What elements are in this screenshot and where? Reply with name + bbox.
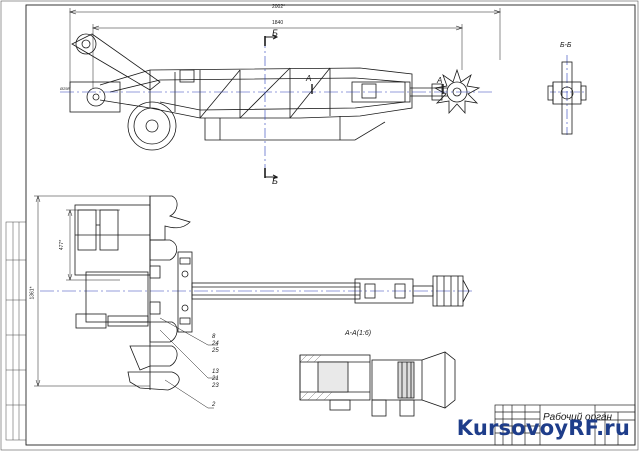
dim-overall-length: 2002* <box>272 4 286 10</box>
callout-8: 8 <box>212 334 216 340</box>
watermark-accent: RF <box>568 416 597 440</box>
watermark-main: Kursovoy <box>456 416 569 440</box>
dim-small: Ø25R <box>60 86 71 91</box>
section-mark-b-bottom: Б <box>272 176 278 186</box>
axis-lines <box>40 38 585 292</box>
section-bb-view <box>547 61 587 135</box>
watermark-suffix: .ru <box>596 416 630 440</box>
callout-24: 24 <box>212 341 219 347</box>
margin-stamp <box>5 221 27 441</box>
section-mark-a-right: А <box>437 76 443 85</box>
callout-leaders <box>159 317 218 409</box>
callout-13: 13 <box>212 369 219 375</box>
title-block-name: Рабочий орган <box>543 412 613 423</box>
top-view <box>69 8 501 151</box>
section-bb-label: Б-Б <box>560 42 572 49</box>
title-block-grid <box>494 404 636 446</box>
section-mark-b-top: Б <box>272 28 278 38</box>
callout-25: 25 <box>212 348 219 354</box>
dim-height-inner: 477* <box>59 239 66 251</box>
section-aa-label: А-А(1:6) <box>345 330 372 337</box>
callout-21: 21 <box>212 376 219 382</box>
dim-inner-length: 1840 <box>272 20 284 26</box>
watermark: KursovoyRF.ru <box>457 416 630 440</box>
callout-2: 2 <box>212 402 216 408</box>
plan-view <box>34 195 470 391</box>
section-aa-view <box>299 351 456 417</box>
dim-height-overall: 1361* <box>29 286 36 300</box>
section-aa-hatch <box>299 354 333 401</box>
callout-23: 23 <box>212 383 219 389</box>
section-mark-a-left: А <box>306 74 312 83</box>
section-marks-b <box>264 34 444 180</box>
